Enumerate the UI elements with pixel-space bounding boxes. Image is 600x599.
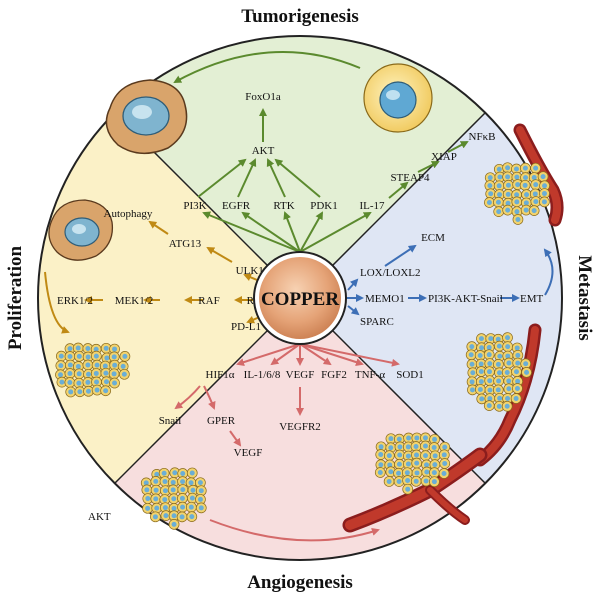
outer-ring [37, 35, 563, 561]
label-gper: GPER [207, 415, 236, 427]
label-ecm: ECM [421, 232, 445, 244]
label-il17: IL-17 [359, 200, 385, 212]
label-lox: LOX/LOXL2 [360, 267, 421, 279]
label-pdl1: PD-L1 [231, 321, 261, 333]
label-akt-outside: AKT [88, 511, 111, 523]
title-metastasis: Metastasis [574, 255, 595, 340]
angiogenesis-arrows [174, 343, 400, 542]
title-tumorigenesis: Tumorigenesis [241, 6, 359, 27]
label-rtk: RTK [273, 200, 294, 212]
metastasis-tumor-icon-bottom [465, 323, 542, 467]
label-pi3k: PI3K [183, 200, 206, 212]
label-xiap: XIAP [431, 151, 457, 163]
copper-core [253, 251, 347, 345]
label-vegf-2: VEGF [234, 447, 263, 459]
label-il168: IL-1/6/8 [244, 369, 281, 381]
label-akt: AKT [252, 145, 275, 157]
label-mek: MEK1/2 [115, 295, 154, 307]
label-raf: RAF [198, 295, 219, 307]
label-vegfr2: VEGFR2 [279, 421, 321, 433]
label-memo1: MEMO1 [365, 293, 405, 305]
metastasis-tumor-icon-top [484, 123, 564, 227]
label-sod1: SOD1 [396, 369, 424, 381]
label-nfkb: NFκB [469, 131, 496, 143]
label-tnf: TNF-α [355, 369, 385, 381]
label-hif: HIF1α [206, 369, 235, 381]
copper-label: COPPER [261, 289, 339, 310]
proliferation-cell-icon [48, 199, 114, 261]
angiogenesis-sector [115, 298, 485, 560]
label-steap4: STEAP4 [390, 172, 430, 184]
proliferation-cell-cluster-icon [55, 342, 131, 398]
label-atg13: ATG13 [169, 238, 202, 250]
label-egfr: EGFR [222, 200, 251, 212]
label-emt: EMT [520, 293, 544, 305]
angiogenesis-vessel-tumor-icon [342, 432, 488, 533]
tumorigenesis-arrows [173, 51, 469, 253]
label-pi3k-akt-snail: PI3K-AKT-Snail [428, 293, 503, 305]
title-angiogenesis: Angiogenesis [247, 572, 353, 593]
label-vegf: VEGF [286, 369, 315, 381]
label-sparc: SPARC [360, 316, 394, 328]
tumor-cell-icon [105, 79, 188, 154]
label-pdk1: PDK1 [310, 200, 338, 212]
label-fgf2: FGF2 [321, 369, 347, 381]
title-proliferation: Proliferation [5, 246, 26, 351]
normal-cell-icon [363, 63, 433, 133]
metastasis-arrows [345, 244, 554, 316]
angiogenesis-cluster-icon [140, 467, 207, 530]
label-foxo1a: FoxO1a [245, 91, 281, 103]
label-autophagy: Autophagy [104, 208, 153, 220]
label-snail: Snail [159, 415, 182, 427]
label-erk: ERK1/2 [57, 295, 93, 307]
